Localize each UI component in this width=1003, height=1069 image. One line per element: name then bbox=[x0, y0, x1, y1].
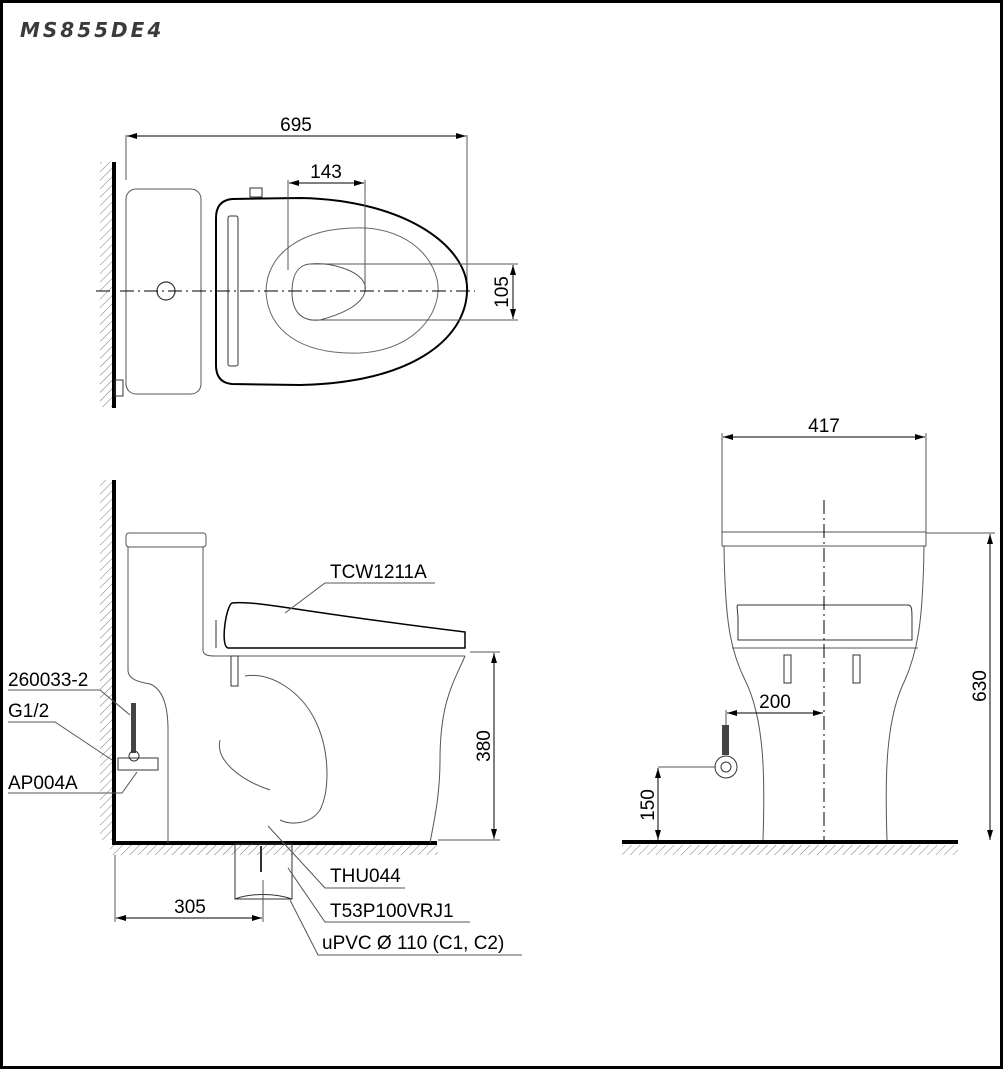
dim-105: 105 bbox=[492, 276, 513, 308]
label-flange: THU044 bbox=[330, 866, 401, 887]
side-view: 380 305 TCW1211A 260033-2 G1/2 AP004A TH… bbox=[8, 480, 522, 956]
dim-695: 695 bbox=[280, 115, 312, 136]
label-pipe: uPVC Ø 110 (C1, C2) bbox=[322, 933, 504, 954]
label-hose: 260033-2 bbox=[8, 670, 88, 691]
dim-200: 200 bbox=[759, 692, 791, 713]
label-trap: T53P100VRJ1 bbox=[330, 901, 454, 922]
label-seat: TCW1211A bbox=[330, 562, 427, 583]
dim-143: 143 bbox=[310, 162, 342, 183]
front-view: 417 630 200 150 bbox=[622, 416, 995, 855]
top-view: 695 143 105 bbox=[96, 115, 518, 408]
label-thread: G1/2 bbox=[8, 701, 49, 722]
model-title: MS855DE4 bbox=[20, 18, 165, 42]
dim-380: 380 bbox=[474, 730, 495, 762]
dim-630: 630 bbox=[970, 670, 991, 702]
dim-150: 150 bbox=[638, 789, 659, 821]
label-valve: AP004A bbox=[8, 773, 78, 794]
dim-305: 305 bbox=[174, 897, 206, 918]
dim-417: 417 bbox=[808, 416, 840, 437]
